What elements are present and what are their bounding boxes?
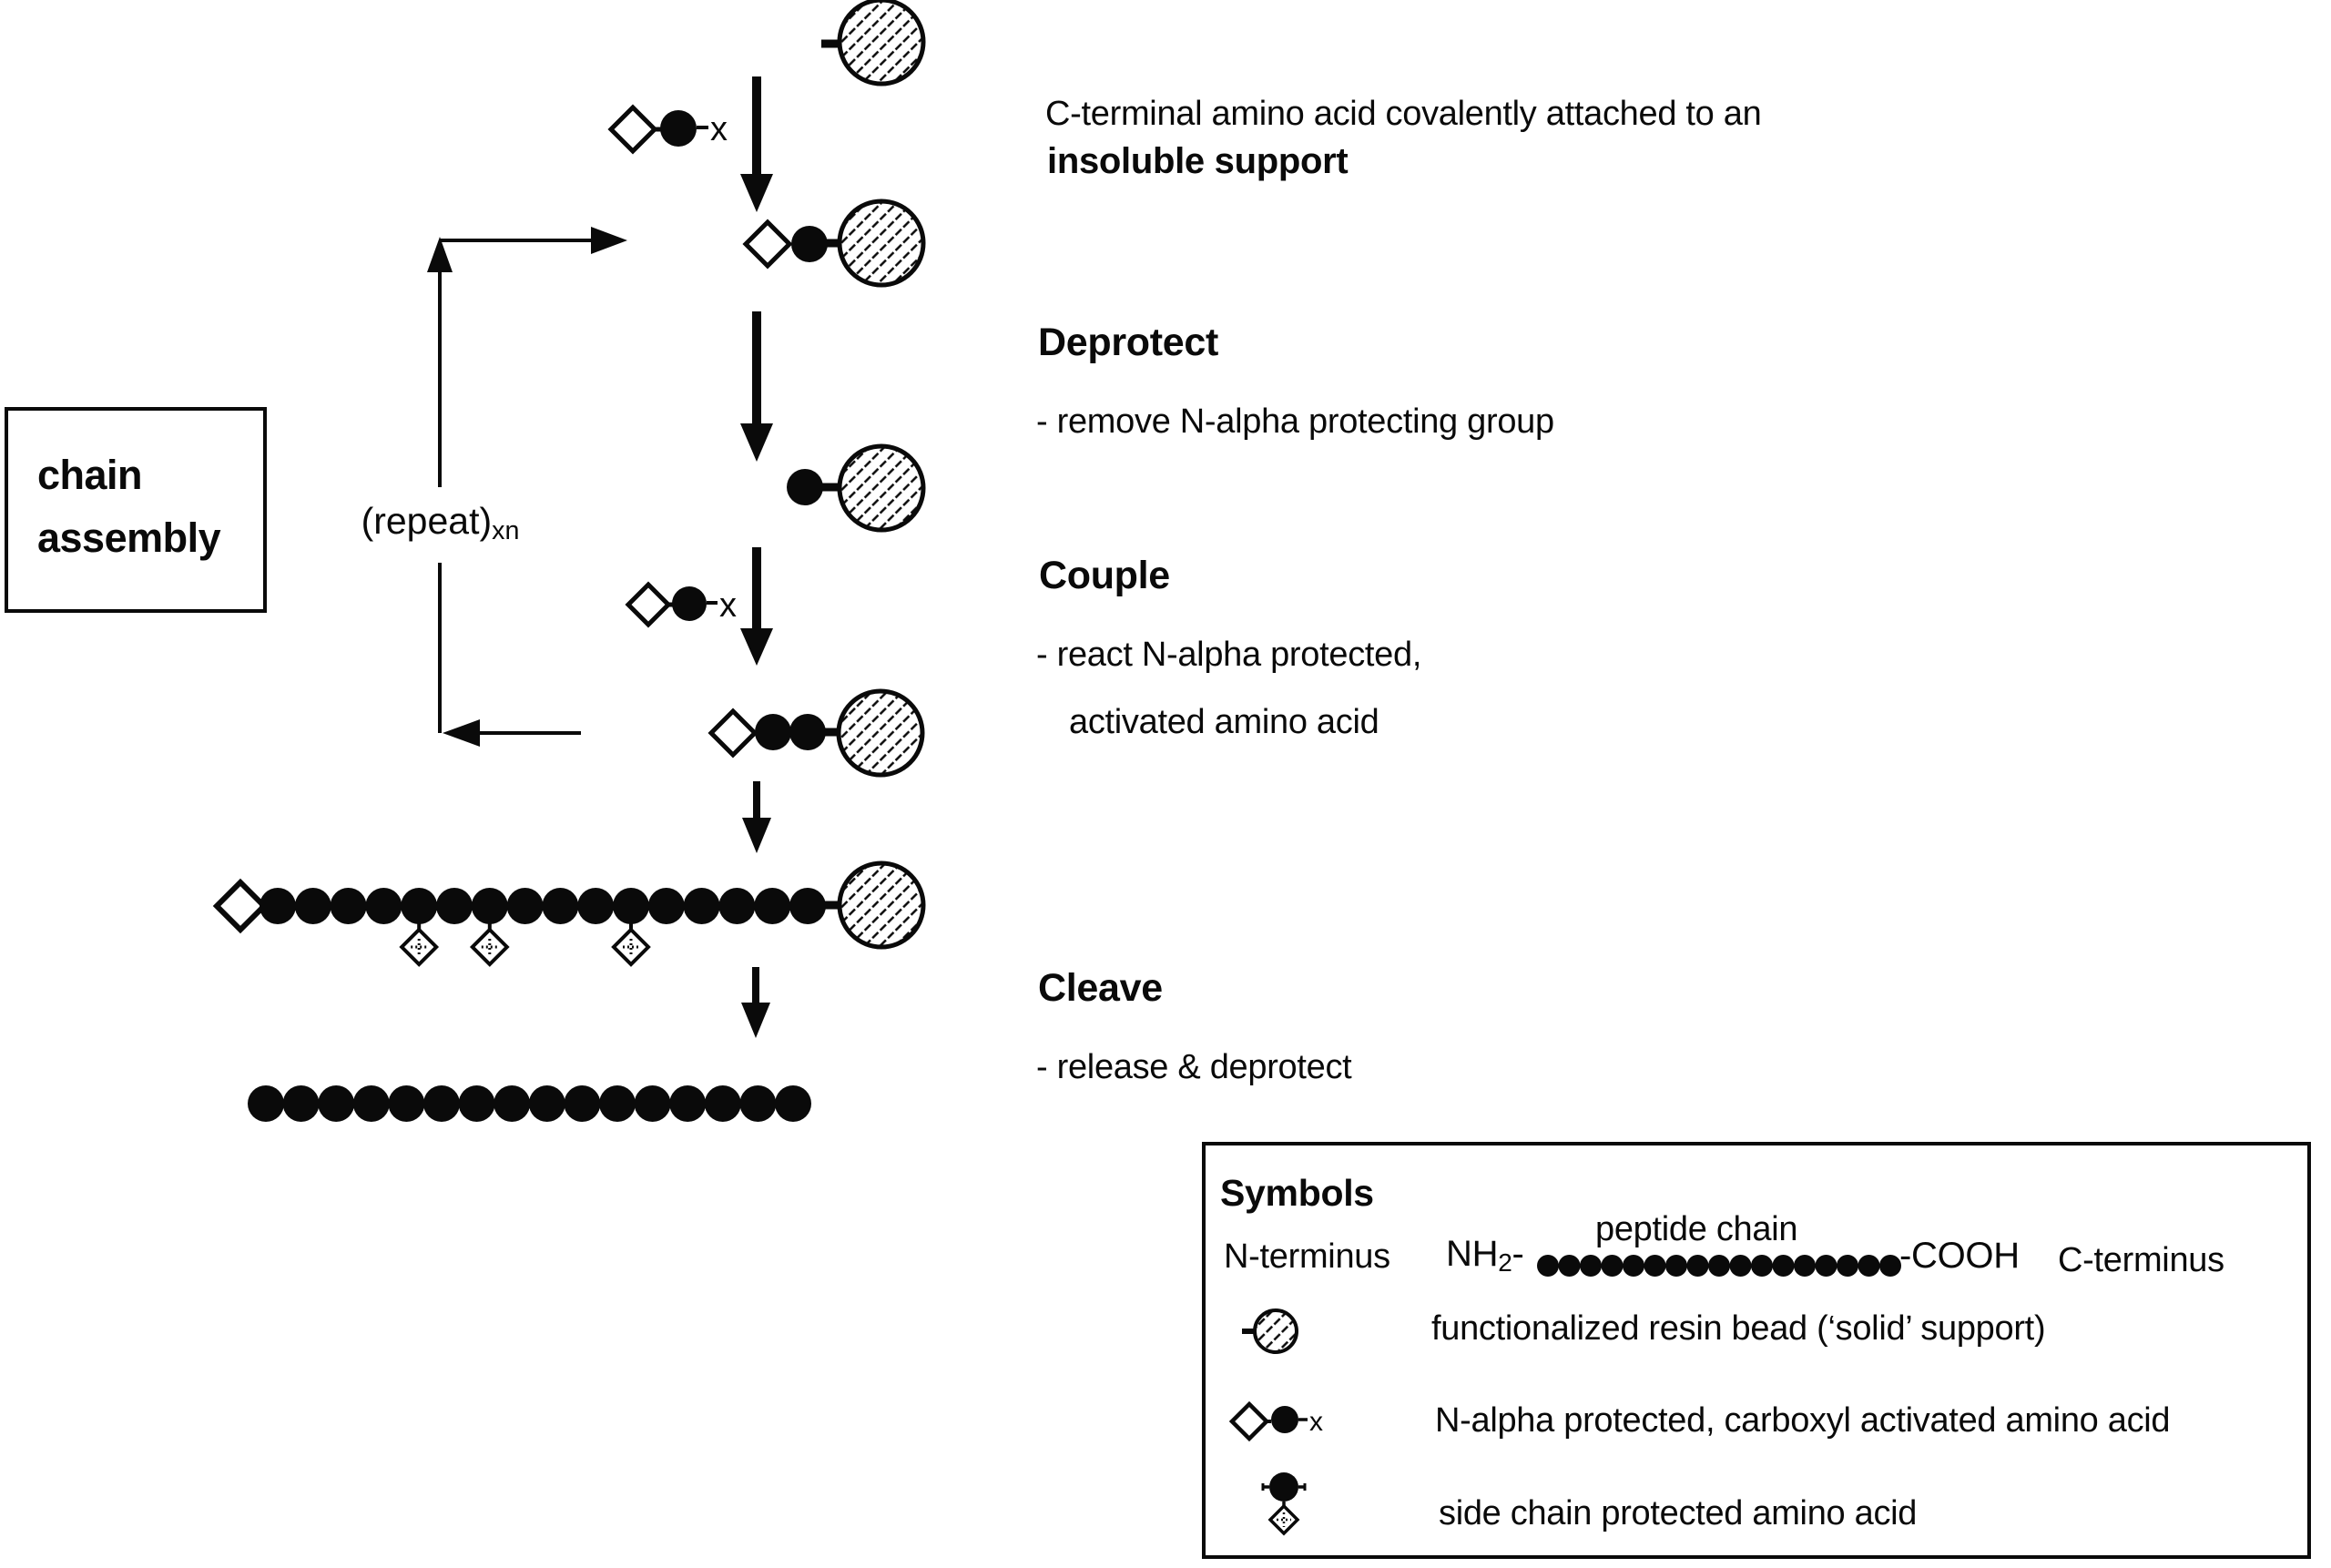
symbols-legend-box [1202, 1142, 2311, 1559]
step-cleave-bullet: - release & deprotect [1036, 1048, 1352, 1086]
legend-cooh-label: -COOH [1899, 1236, 2020, 1276]
chain-assembly-label-line1: chain [37, 452, 143, 498]
repeat-loop [427, 227, 627, 747]
activation-x-label: x [710, 110, 728, 148]
caption-line1: C-terminal amino acid covalently attache… [1045, 95, 1762, 133]
step-deprotect-title: Deprotect [1038, 321, 1219, 364]
side-chain-protecting-groups [400, 920, 650, 966]
legend-n-terminus-label: N-terminus [1224, 1237, 1390, 1276]
arrow-elongate [742, 781, 771, 853]
activated-amino-acid-reagent-1: x [607, 104, 728, 155]
loop-left-arrowhead [443, 719, 480, 747]
assembled-peptide-chain [260, 888, 826, 924]
step-cleave-title: Cleave [1038, 966, 1163, 1010]
activation-x-label: x [719, 586, 737, 625]
legend-nh2-label: NH2- [1446, 1234, 1524, 1277]
loop-up-arrowhead [427, 237, 453, 272]
legend-side-chain-protected-icon [1261, 1472, 1307, 1536]
legend-activated-amino-acid-icon: x [1228, 1400, 1323, 1442]
released-peptide-chain [248, 1085, 811, 1122]
arrow-cleave [741, 967, 770, 1038]
state-dipeptide-on-resin [707, 708, 840, 759]
legend-c-terminus-label: C-terminus [2058, 1241, 2224, 1279]
state-deprotected-aa-on-resin [787, 469, 840, 505]
legend-peptide-chain [1537, 1255, 1901, 1277]
activation-x-label: x [1309, 1407, 1323, 1437]
legend-peptide-chain-label: peptide chain [1595, 1210, 1798, 1248]
legend-resin-bead-icon [1242, 1308, 1298, 1354]
resin-bead-coupled [836, 688, 925, 778]
activated-amino-acid-reagent-2: x [625, 581, 737, 628]
loop-right-arrowhead [591, 227, 627, 254]
repeat-subscript: xn [492, 516, 520, 545]
resin-bead-deprotected [837, 443, 926, 533]
legend-resin-bead-label: functionalized resin bead (‘solid’ suppo… [1431, 1309, 2046, 1348]
step-couple-bullet1: - react N-alpha protected, [1036, 636, 1422, 674]
resin-bead-attached [837, 199, 926, 288]
arrow-couple [740, 547, 773, 666]
legend-side-chain-label: side chain protected amino acid [1439, 1494, 1918, 1532]
arrow-attach [740, 76, 773, 212]
chain-assembly-label-line2: assembly [37, 514, 221, 561]
arrow-deprotect [740, 311, 773, 462]
step-couple-title: Couple [1039, 554, 1170, 597]
caption-line2: insoluble support [1047, 141, 1349, 181]
state-protected-aa-on-resin [742, 219, 840, 270]
legend-activated-aa-label: N-alpha protected, carboxyl activated am… [1435, 1401, 2171, 1440]
resin-bead-start [821, 0, 926, 87]
assembled-chain-n-protecting-diamond [212, 878, 269, 934]
step-deprotect-bullet: - remove N-alpha protecting group [1036, 402, 1554, 441]
legend-title: Symbols [1220, 1172, 1374, 1214]
repeat-label: (repeat)xn [361, 500, 520, 545]
step-couple-bullet2: activated amino acid [1069, 703, 1379, 741]
chain-assembly-box: chain assembly [5, 407, 267, 613]
